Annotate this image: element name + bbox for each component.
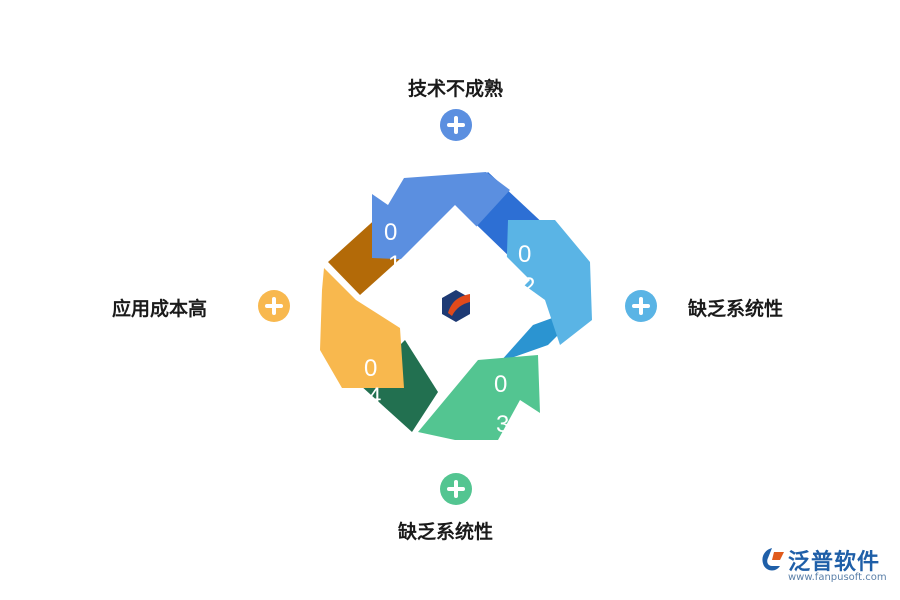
num-top-left-b: 1 [388,251,401,278]
arrow-green [418,355,540,440]
num-top-right-a: 0 [518,241,531,268]
label-bottom: 缺乏系统性 [398,521,494,543]
plus-icon[interactable] [440,473,472,505]
plus-icon[interactable] [258,290,290,322]
num-top-left-a: 0 [384,219,397,246]
brand-name: 泛普软件 [788,550,881,575]
num-bottom-left-b: 4 [368,383,381,410]
arrow-blue [372,172,510,260]
brand-url: www.fanpusoft.com [788,572,887,583]
num-bottom-right-b: 3 [496,411,509,438]
arrow-orange [320,268,404,388]
brand-logo-icon [762,548,784,571]
label-right: 缺乏系统性 [688,298,784,320]
brand-watermark: 泛普软件 www.fanpusoft.com [758,544,888,588]
arrow-sky [506,220,592,345]
center-diamond [380,205,530,355]
plus-icon[interactable] [440,109,472,141]
plus-icon[interactable] [625,290,657,322]
label-top: 技术不成熟 [408,78,504,100]
num-bottom-left-a: 0 [364,355,377,382]
num-bottom-right-a: 0 [494,371,507,398]
center-logo-icon [442,290,470,322]
num-top-right-b: 2 [522,273,535,300]
label-left: 应用成本高 [112,298,208,320]
